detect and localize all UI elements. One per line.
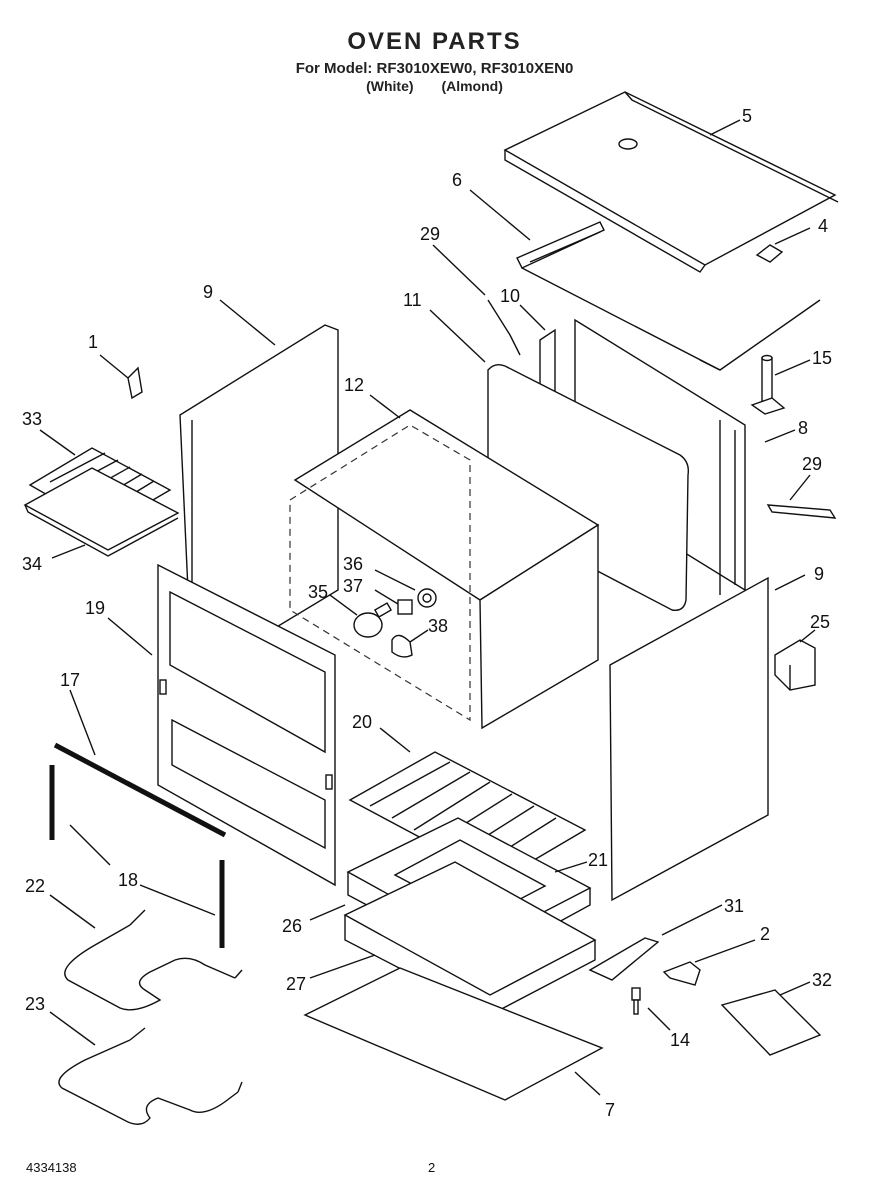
part-25-bracket	[774, 639, 816, 691]
callout-12: 12	[344, 375, 364, 395]
callout-6: 6	[452, 170, 462, 190]
callout-8: 8	[798, 418, 808, 438]
callout-14: 14	[670, 1030, 690, 1050]
part-18-strips	[49, 765, 225, 948]
callout-11: 11	[403, 290, 422, 310]
part-19-front-frame	[157, 563, 336, 887]
callout-15: 15	[812, 348, 832, 368]
callout-21: 21	[588, 850, 608, 870]
part-7-bottom-sheet	[303, 967, 604, 1101]
callout-7: 7	[605, 1100, 615, 1120]
part-9-right-side	[609, 576, 769, 902]
callout-20: 20	[352, 712, 372, 732]
page-title: OVEN PARTS	[347, 28, 522, 55]
part-12-insulation-wrap	[289, 409, 600, 730]
part-15-post	[750, 354, 786, 415]
callout-34: 34	[22, 554, 42, 574]
part-29-strap-right	[766, 504, 837, 519]
callout-37: 37	[343, 576, 363, 596]
part-32-bracket	[720, 989, 822, 1056]
part-14-screw	[631, 987, 641, 1015]
part-17-trim	[53, 742, 227, 838]
doc-number: 4334138	[26, 1160, 77, 1175]
callout-27: 27	[286, 974, 306, 994]
callout-9-right: 9	[814, 564, 824, 584]
part-6-rail	[516, 221, 605, 269]
part-37-socket	[397, 599, 413, 615]
part-36-receptacle	[417, 588, 437, 608]
callout-25: 25	[810, 612, 830, 632]
callout-4: 4	[818, 216, 828, 236]
callout-22: 22	[25, 876, 45, 896]
callout-23: 23	[25, 994, 45, 1014]
callout-5: 5	[742, 106, 752, 126]
part-1-clip	[127, 366, 143, 400]
callout-labels: 5 6 4 29 10 11 15 9 1 12 8 29 33 34 9 36…	[22, 106, 832, 1120]
part-2-clip	[662, 961, 701, 986]
callout-29-right: 29	[802, 454, 822, 474]
callout-1: 1	[88, 332, 98, 352]
part-4-clip	[755, 244, 784, 263]
callout-35: 35	[308, 582, 328, 602]
callout-36: 36	[343, 554, 363, 574]
callout-17: 17	[60, 670, 80, 690]
variant-white: (White)	[366, 78, 414, 94]
callout-38: 38	[428, 616, 448, 636]
callout-33: 33	[22, 409, 42, 429]
part-29-rod-upper	[487, 299, 521, 356]
part-22-bake-element	[64, 909, 243, 1011]
part-5-top-panel	[503, 91, 839, 273]
callout-29-upper: 29	[420, 224, 440, 244]
callout-31: 31	[724, 896, 744, 916]
callout-32: 32	[812, 970, 832, 990]
callout-2: 2	[760, 924, 770, 944]
part-31-bracket	[588, 937, 660, 981]
leader-lines	[39, 119, 816, 1096]
variant-line: (White) (Almond)	[0, 78, 869, 94]
callout-9-left: 9	[203, 282, 213, 302]
callout-10: 10	[500, 286, 520, 306]
callout-19: 19	[85, 598, 105, 618]
model-line: For Model: RF3010XEW0, RF3010XEN0	[295, 60, 574, 77]
part-35-bulb	[353, 602, 393, 638]
callout-26: 26	[282, 916, 302, 936]
part-23-broil-element	[58, 1027, 243, 1125]
page-number: 2	[428, 1160, 436, 1175]
top-frame	[521, 267, 821, 371]
variant-almond: (Almond)	[441, 78, 503, 94]
part-38-lens	[391, 634, 413, 658]
part-34-broil-pan	[23, 467, 180, 557]
callout-18: 18	[118, 870, 138, 890]
